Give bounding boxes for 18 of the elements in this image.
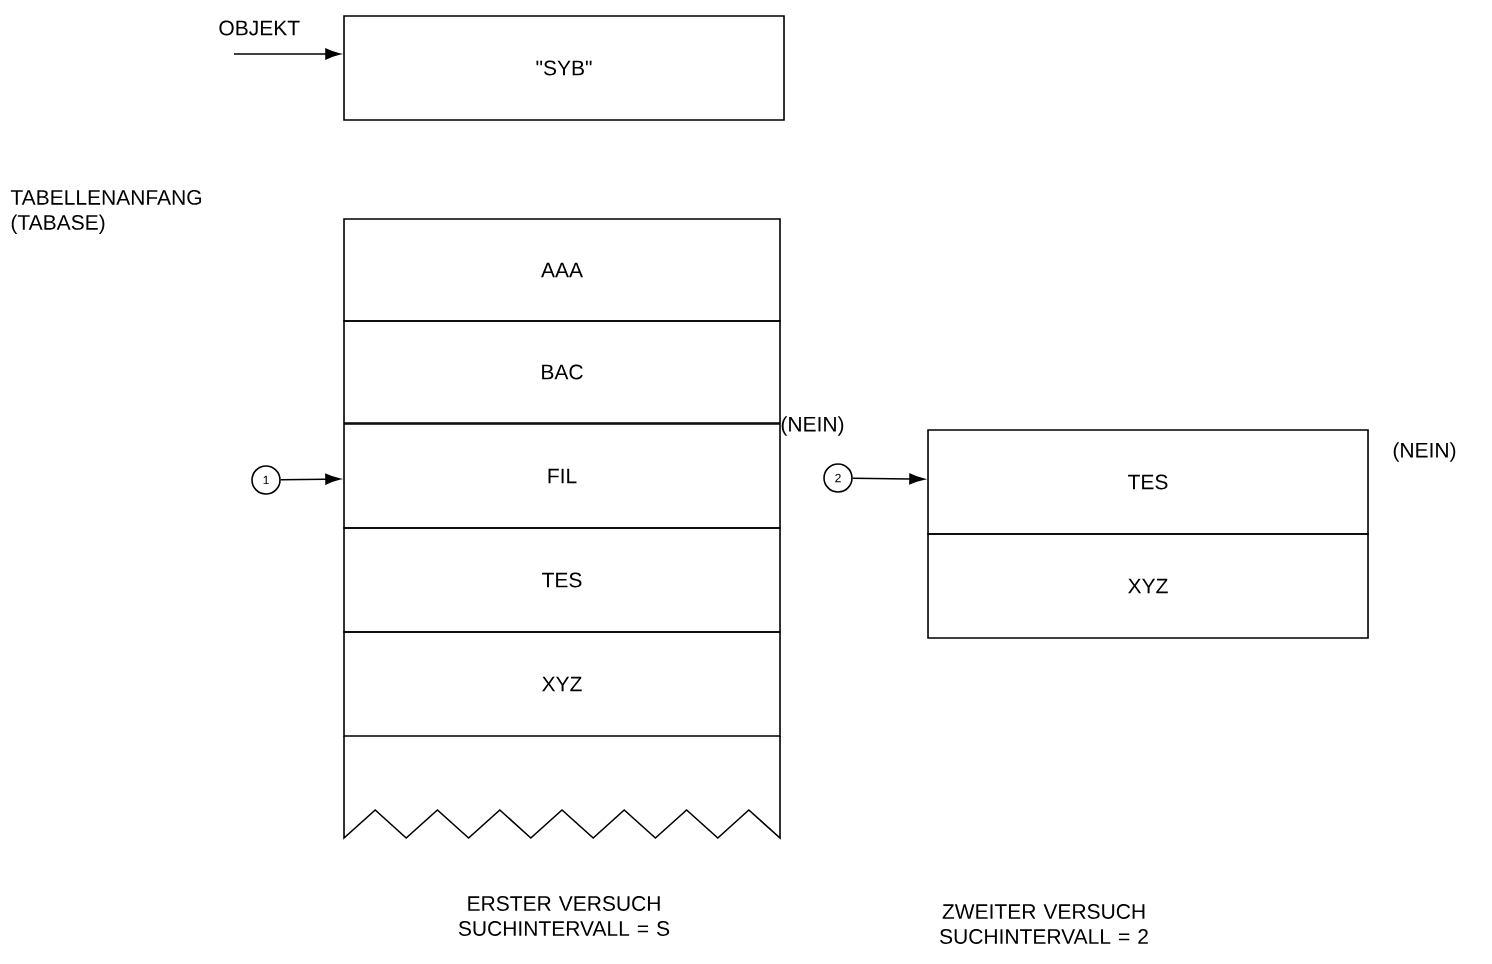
label-text: ERSTER VERSUCH SUCHINTERVALL = S [458, 896, 670, 936]
edge-label: OBJEKT [219, 20, 300, 36]
open-cell [343, 735, 781, 840]
label-text: (NEIN) [781, 416, 844, 436]
label-text: ZWEITER VERSUCH SUCHINTERVALL = 2 [940, 904, 1148, 944]
note-text: (NEIN) [1393, 442, 1456, 462]
label-text: TABELLENANFANG (TABASE) [10, 190, 201, 234]
table-cell: FIL [343, 423, 781, 529]
arrow [233, 48, 341, 60]
table-cell: BAC [343, 320, 781, 424]
table-cell: TES [927, 429, 1369, 535]
table-cell: XYZ [343, 631, 781, 737]
arrow [280, 473, 341, 485]
arrow [852, 473, 925, 485]
table-cell: TES [343, 527, 781, 633]
table-cell: XYZ [927, 533, 1369, 639]
table-cell: AAA [343, 218, 781, 322]
object-box: "SYB" [343, 15, 785, 121]
